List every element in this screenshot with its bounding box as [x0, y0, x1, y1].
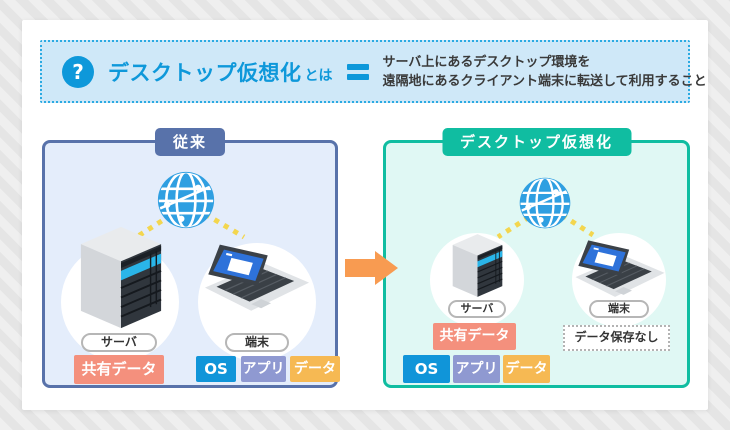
app-tag: アプリ — [241, 356, 286, 382]
laptop-icon — [204, 244, 310, 312]
laptop-icon — [574, 239, 666, 298]
app-tag: アプリ — [453, 355, 500, 383]
server-icon — [79, 225, 163, 330]
equals-icon — [346, 63, 369, 80]
data-tag: データ — [290, 356, 340, 382]
definition-title-group: デスクトップ仮想化 とは — [108, 57, 333, 87]
arrow-right-icon — [345, 259, 376, 277]
question-icon: ? — [62, 55, 94, 88]
data-tag: データ — [503, 355, 550, 383]
server-icon — [452, 233, 503, 298]
server-label-pill: サーバ — [448, 300, 506, 318]
definition-box: ? デスクトップ仮想化 とは サーバ上にあるデスクトップ環境を 遠隔地にあるクラ… — [40, 40, 707, 103]
globe-icon — [518, 176, 572, 230]
virtualization-badge: デスクトップ仮想化 — [441, 128, 632, 156]
content-card: ? デスクトップ仮想化 とは サーバ上にあるデスクトップ環境を 遠隔地にあるクラ… — [22, 20, 708, 410]
virtualization-panel: デスクトップ仮想化 サーバ 端末 共有データ OS アプリ データ データ保存な… — [383, 128, 690, 388]
globe-icon — [156, 170, 216, 230]
question-glyph: ? — [72, 59, 84, 84]
conventional-panel: 従来 サーバ 端末 共有データ OS アプリ データ — [42, 128, 340, 388]
client-label-pill: 端末 — [589, 300, 649, 318]
conventional-badge: 従来 — [154, 128, 226, 156]
client-label-pill: 端末 — [225, 333, 289, 352]
description-line-1: サーバ上にあるデスクトップ環境を — [382, 54, 591, 70]
server-label-pill: サーバ — [81, 333, 157, 352]
no-data-note: データ保存なし — [563, 325, 670, 351]
shared-data-tag: 共有データ — [74, 355, 164, 384]
arrow-right-icon-head — [375, 251, 398, 285]
os-tag: OS — [403, 355, 450, 383]
definition-title-suffix: とは — [304, 67, 333, 84]
definition-title: デスクトップ仮想化 — [108, 60, 302, 85]
os-tag: OS — [196, 356, 236, 382]
definition-description: サーバ上にあるデスクトップ環境を 遠隔地にあるクライアント端末に転送して利用する… — [383, 53, 707, 91]
shared-data-tag: 共有データ — [433, 323, 516, 350]
description-line-2: 遠隔地にあるクライアント端末に転送して利用すること — [382, 73, 707, 89]
